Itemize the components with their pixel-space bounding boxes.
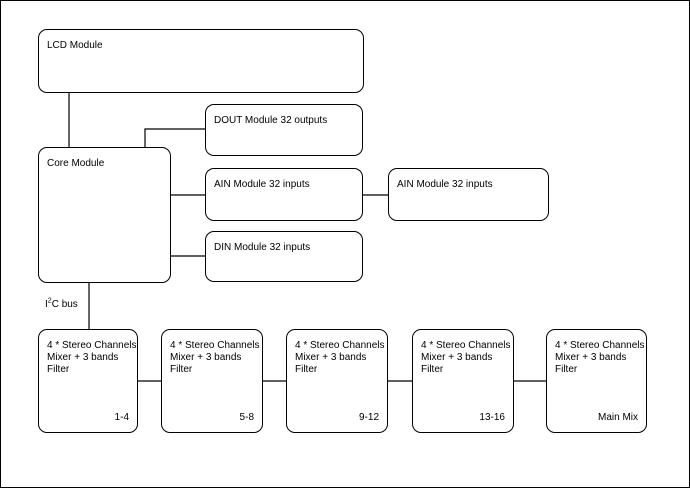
dout-module-label: DOUT Module 32 outputs xyxy=(214,115,328,126)
channel-range: 13-16 xyxy=(479,412,505,423)
channel-box-3: 4 * Stereo Channels Mixer + 3 bands Filt… xyxy=(286,329,388,433)
channel-line-2: Mixer + 3 bands xyxy=(170,352,242,363)
channel-box-1: 4 * Stereo Channels Mixer + 3 bands Filt… xyxy=(38,329,138,433)
ain-module-label-2: AIN Module 32 inputs xyxy=(397,179,493,190)
channel-box-main-mix: 4 * Stereo Channels Mixer + 3 bands Filt… xyxy=(546,329,647,433)
channel-line-3: Filter xyxy=(555,364,578,375)
channel-line-2: Mixer + 3 bands xyxy=(421,352,493,363)
channel-line-1: 4 * Stereo Channels xyxy=(170,340,260,351)
channel-line-3: Filter xyxy=(47,364,70,375)
din-module-label: DIN Module 32 inputs xyxy=(214,242,311,253)
lcd-module-label: LCD Module xyxy=(47,40,103,51)
channel-line-3: Filter xyxy=(421,364,444,375)
channel-description: 4 * Stereo Channels Mixer + 3 bands Filt… xyxy=(555,340,645,376)
i2c-bus-label: I2C bus xyxy=(45,297,78,311)
channel-range: 1-4 xyxy=(114,412,129,423)
ain-module-label-1: AIN Module 32 inputs xyxy=(214,179,310,190)
ain-module-box-1: AIN Module 32 inputs xyxy=(205,168,363,221)
wire-core-dout xyxy=(144,128,205,147)
channel-line-2: Mixer + 3 bands xyxy=(47,352,119,363)
channel-line-3: Filter xyxy=(295,364,318,375)
channel-line-1: 4 * Stereo Channels xyxy=(421,340,511,351)
channel-line-2: Mixer + 3 bands xyxy=(295,352,367,363)
dout-module-box: DOUT Module 32 outputs xyxy=(205,104,363,156)
channel-description: 4 * Stereo Channels Mixer + 3 bands Filt… xyxy=(170,340,260,376)
i2c-bus-superscript: 2 xyxy=(47,297,52,305)
channel-line-2: Mixer + 3 bands xyxy=(555,352,627,363)
channel-range: 9-12 xyxy=(358,412,379,423)
i2c-bus-suffix: C bus xyxy=(51,299,78,310)
channel-line-1: 4 * Stereo Channels xyxy=(555,340,645,351)
channel-description: 4 * Stereo Channels Mixer + 3 bands Filt… xyxy=(47,340,137,376)
ain-module-box-2: AIN Module 32 inputs xyxy=(388,168,549,221)
channel-range: 5-8 xyxy=(239,412,254,423)
channel-description: 4 * Stereo Channels Mixer + 3 bands Filt… xyxy=(295,340,385,376)
channel-line-3: Filter xyxy=(170,364,193,375)
channel-line-1: 4 * Stereo Channels xyxy=(47,340,137,351)
i2c-bus-prefix: I xyxy=(45,299,48,310)
channel-line-1: 4 * Stereo Channels xyxy=(295,340,385,351)
channel-box-2: 4 * Stereo Channels Mixer + 3 bands Filt… xyxy=(161,329,263,433)
channel-range: Main Mix xyxy=(597,412,638,423)
channel-description: 4 * Stereo Channels Mixer + 3 bands Filt… xyxy=(421,340,511,376)
lcd-module-box: LCD Module xyxy=(38,29,364,93)
din-module-box: DIN Module 32 inputs xyxy=(205,231,363,282)
channel-box-4: 4 * Stereo Channels Mixer + 3 bands Filt… xyxy=(412,329,514,433)
core-module-box: Core Module xyxy=(38,147,171,283)
core-module-label: Core Module xyxy=(47,158,105,169)
